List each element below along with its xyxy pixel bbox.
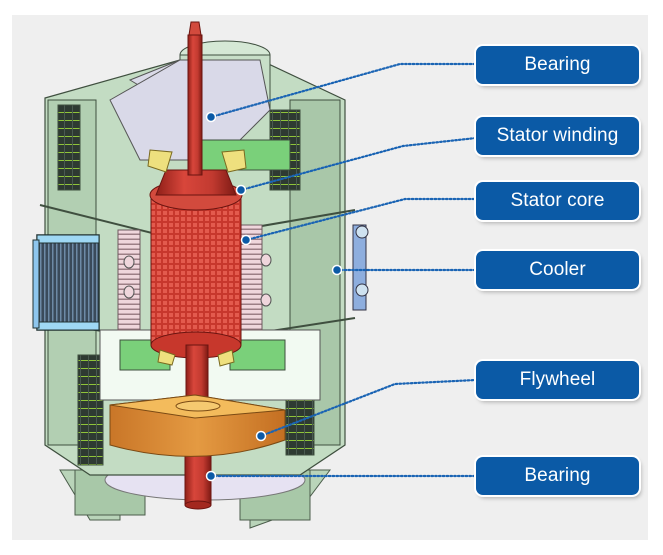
leader-line-stator-core bbox=[244, 197, 478, 242]
flywheel-disc bbox=[109, 394, 286, 457]
anchor-dot-bearing-bottom bbox=[205, 470, 217, 482]
leader-line-bearing-top bbox=[209, 62, 478, 119]
stator-laminations bbox=[117, 224, 272, 331]
anchor-dot-stator-core bbox=[240, 234, 252, 246]
label-flywheel: Flywheel bbox=[476, 361, 639, 399]
label-bearing-top: Bearing bbox=[476, 46, 639, 84]
label-stator-core: Stator core bbox=[476, 182, 639, 220]
leader-line-flywheel bbox=[259, 378, 478, 438]
cooler-unit bbox=[32, 224, 369, 331]
leader-dots bbox=[205, 111, 343, 482]
anchor-dot-flywheel bbox=[255, 430, 267, 442]
anchor-dot-cooler bbox=[331, 264, 343, 276]
label-cooler: Cooler bbox=[476, 251, 639, 289]
anchor-dot-bearing-top bbox=[205, 111, 217, 123]
leader-line-stator-winding bbox=[239, 136, 478, 192]
label-bearing-bottom: Bearing bbox=[476, 457, 639, 495]
leader-lines bbox=[209, 62, 478, 478]
anchor-dot-stator-winding bbox=[235, 184, 247, 196]
label-stator-winding: Stator winding bbox=[476, 117, 639, 155]
